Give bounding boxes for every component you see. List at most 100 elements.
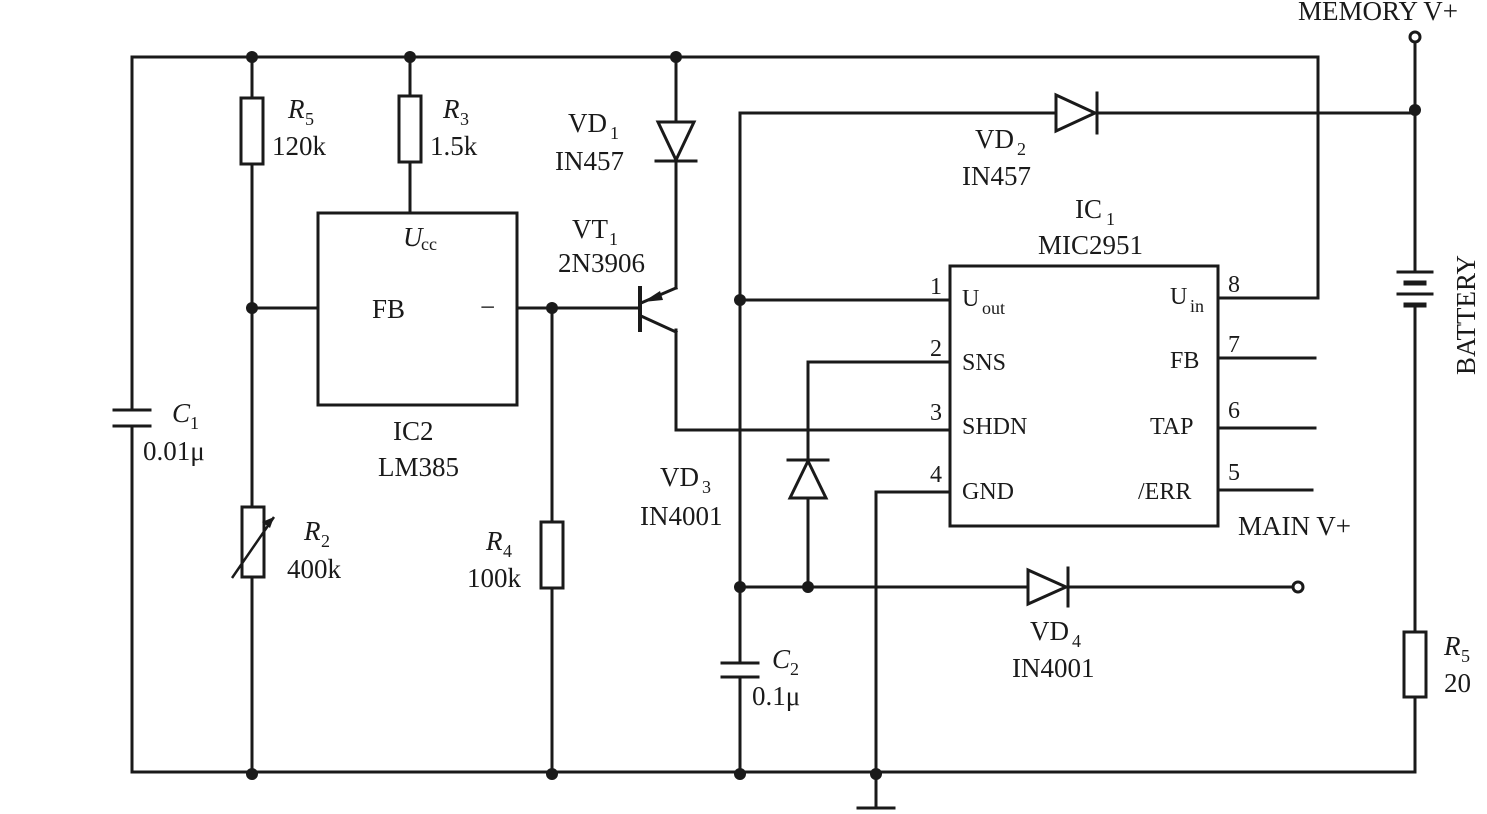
junction-dot: [1409, 104, 1421, 116]
pin-number: 5: [1228, 460, 1240, 486]
vd3-label: VD: [660, 462, 699, 492]
ic2-fb-label: FB: [372, 294, 405, 324]
resistor-r2-body: [240, 505, 266, 579]
pin-number: 6: [1228, 398, 1240, 424]
r2-value: 400k: [287, 554, 342, 584]
diode-vd1: [654, 120, 698, 164]
diode-vd2: [1054, 91, 1099, 135]
ic1-sub: 1: [1106, 209, 1115, 229]
vt1-part: 2N3906: [558, 248, 645, 278]
battery-label: BATTERY: [1451, 255, 1481, 375]
memory-v-label: MEMORY V+: [1298, 0, 1458, 26]
r5-top-value: 120k: [272, 131, 327, 161]
c2-sub: 2: [790, 659, 799, 679]
junction-dot: [734, 581, 746, 593]
capacitor-c1: [112, 408, 152, 428]
resistor-r3: [397, 94, 423, 164]
vd2-sub: 2: [1017, 139, 1026, 159]
ic1-label: IC: [1075, 194, 1102, 224]
ic2-part: LM385: [378, 452, 459, 482]
r5-bottom-value: 20: [1444, 668, 1471, 698]
diode-vd3: [786, 457, 830, 500]
vd1-label: VD: [568, 108, 607, 138]
vd4-sub: 4: [1072, 631, 1081, 651]
junction-dots: [246, 51, 1421, 780]
pin-name: /ERR: [1138, 479, 1191, 505]
ic1-mic2951: [948, 264, 1220, 528]
ic2-lm385: [316, 211, 519, 407]
vd2-part: IN457: [962, 161, 1031, 191]
c2-label: C: [772, 644, 791, 674]
wires: [130, 38, 1417, 810]
c1-sub: 1: [190, 413, 199, 433]
vd3-sub: 3: [702, 477, 711, 497]
r4-sub: 4: [503, 541, 512, 561]
ic2-ucc-label: U: [403, 222, 424, 252]
resistor-r4: [539, 520, 565, 590]
pin-number: 8: [1228, 272, 1240, 298]
resistor-r5-bottom: [1402, 630, 1428, 699]
junction-dot: [246, 51, 258, 63]
r3-sub: 3: [460, 109, 469, 129]
vd3-part: IN4001: [640, 501, 723, 531]
vd2-label: VD: [975, 124, 1014, 154]
r5-top-sub: 5: [305, 109, 314, 129]
pin-name: TAP: [1150, 414, 1193, 440]
pin-name: U: [1170, 284, 1187, 310]
junction-dot: [734, 768, 746, 780]
r5-bottom-sub: 5: [1461, 646, 1470, 666]
main-terminal: [1291, 580, 1305, 594]
pin-name: FB: [1170, 348, 1199, 374]
memory-terminal: [1408, 30, 1422, 44]
pin-number: 7: [1228, 332, 1240, 358]
r2-label: R: [303, 516, 321, 546]
junction-dot: [802, 581, 814, 593]
ic1-left-pins: 1 U out 2 SNS 3 SHDN 4 GND: [930, 274, 1027, 505]
vd4-part: IN4001: [1012, 653, 1095, 683]
r5-bottom-label: R: [1443, 631, 1461, 661]
vd4-label: VD: [1030, 616, 1069, 646]
junction-dot: [734, 294, 746, 306]
junction-dot: [670, 51, 682, 63]
transistor-vt1: [638, 286, 678, 334]
pin-sub: out: [982, 298, 1005, 318]
ic1-part: MIC2951: [1038, 230, 1143, 260]
vt1-sub: 1: [609, 229, 618, 249]
variable-resistor-r2: [230, 505, 276, 579]
capacitor-c2: [720, 661, 760, 679]
junction-dot: [546, 768, 558, 780]
pin-name: U: [962, 286, 979, 312]
pin-name: SHDN: [962, 414, 1027, 440]
pin-number: 4: [930, 462, 942, 488]
junction-dot: [246, 302, 258, 314]
junction-dot: [246, 768, 258, 780]
c1-label: C: [172, 398, 191, 428]
ic2-ucc-sub: cc: [421, 234, 437, 254]
r4-value: 100k: [467, 563, 522, 593]
r5-top-label: R: [287, 94, 305, 124]
r3-value: 1.5k: [430, 131, 478, 161]
ic2-label: IC2: [393, 416, 434, 446]
c2-value: 0.1μ: [752, 681, 800, 711]
junction-dot: [546, 302, 558, 314]
pin-name: GND: [962, 479, 1014, 505]
vd1-sub: 1: [610, 123, 619, 143]
pin-sub: in: [1190, 296, 1204, 316]
r4-label: R: [485, 526, 503, 556]
pin-name: SNS: [962, 350, 1006, 376]
c1-value: 0.01μ: [143, 436, 205, 466]
ic1-right-pins: 8 U in 7 FB 6 TAP 5 /ERR: [1138, 272, 1240, 505]
pin-number: 2: [930, 336, 942, 362]
r2-sub: 2: [321, 531, 330, 551]
ic2-minus-label: −: [480, 292, 495, 322]
vd1-part: IN457: [555, 146, 624, 176]
main-v-label: MAIN V+: [1238, 511, 1351, 541]
vt1-label: VT: [572, 214, 608, 244]
junction-dot: [404, 51, 416, 63]
r3-label: R: [442, 94, 460, 124]
junction-dot: [870, 768, 882, 780]
diode-vd4: [1026, 566, 1070, 608]
pin-number: 3: [930, 400, 942, 426]
pin-number: 1: [930, 274, 942, 300]
